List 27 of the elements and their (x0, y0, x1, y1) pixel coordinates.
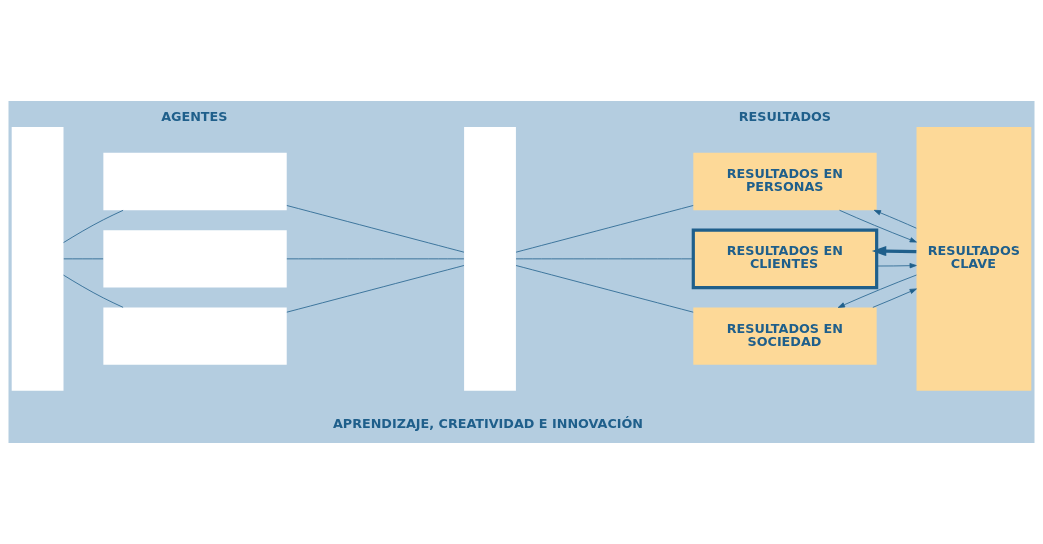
arrow (837, 274, 917, 308)
label: RESULTADOS (738, 108, 831, 124)
connector (515, 258, 694, 260)
arrow (873, 209, 917, 229)
connector (63, 209, 124, 243)
node-bar (464, 126, 516, 391)
node-box: RESULTADOS EN CLIENTES (691, 228, 879, 290)
connector (515, 205, 694, 253)
connector (63, 258, 104, 260)
node-box (103, 152, 287, 211)
arrow (872, 288, 917, 308)
node-box (103, 230, 287, 288)
arrow (876, 263, 917, 269)
label: AGENTES (161, 108, 228, 124)
connector (286, 258, 465, 260)
arrow (839, 209, 917, 243)
connector (63, 274, 124, 308)
arrow (871, 246, 917, 257)
connector (286, 205, 465, 253)
connector (515, 265, 694, 313)
node-box (103, 307, 287, 365)
node-box: RESULTADOS EN SOCIEDAD (693, 307, 877, 365)
node-bar (11, 126, 64, 391)
connector (286, 265, 465, 313)
node-box: RESULTADOS EN PERSONAS (693, 152, 877, 211)
node-box: RESULTADOS CLAVE (916, 126, 1032, 391)
label: APRENDIZAJE, CREATIVIDAD E INNOVACIÓN (332, 415, 644, 431)
